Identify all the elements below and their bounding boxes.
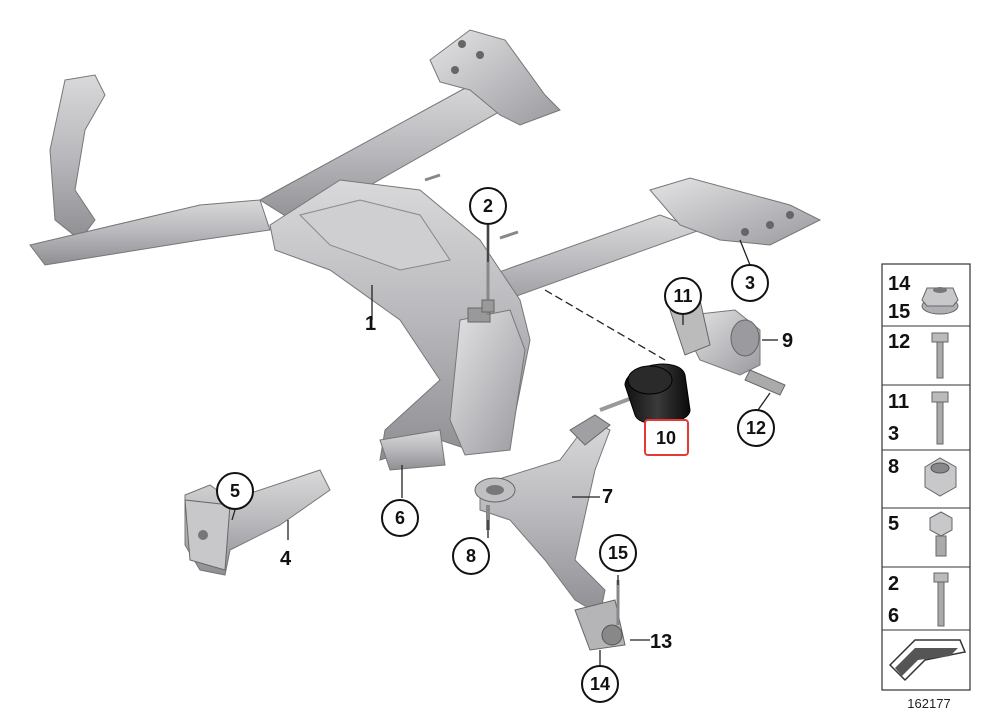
callout-2: 2 [469, 187, 507, 225]
callout-10-highlighted[interactable]: 10 [644, 419, 689, 456]
svg-text:12: 12 [888, 331, 910, 353]
svg-text:3: 3 [745, 273, 755, 293]
callout-14: 14 [581, 665, 619, 703]
control-arm-part-7 [474, 414, 626, 651]
svg-text:14: 14 [590, 674, 610, 694]
svg-text:15: 15 [608, 543, 628, 563]
hardware-legend: 14 15 12 11 3 8 [881, 263, 971, 691]
subframe-studs [424, 173, 519, 240]
callout-8: 8 [452, 537, 490, 575]
svg-text:12: 12 [746, 418, 766, 438]
svg-text:2: 2 [888, 573, 899, 595]
legend-row-14-15: 14 15 [888, 273, 959, 323]
medium-bolt-icon [931, 391, 949, 445]
svg-text:9: 9 [782, 330, 793, 352]
long-bolt-icon [933, 572, 949, 627]
callout-5: 5 [216, 472, 254, 510]
short-bolt-icon [931, 332, 949, 379]
subframe-part [29, 29, 822, 471]
legend-row-8: 8 [888, 456, 957, 497]
legend-row-5: 5 [888, 511, 953, 557]
bracket-part-4 [184, 469, 331, 576]
rubber-bushing-part-10 [599, 363, 691, 425]
svg-text:8: 8 [466, 546, 476, 566]
svg-text:10: 10 [656, 428, 676, 448]
svg-text:4: 4 [280, 548, 292, 570]
callout-11: 11 [664, 277, 702, 315]
callout-3: 3 [731, 264, 769, 302]
svg-text:8: 8 [888, 456, 899, 478]
callout-9: 9 [782, 330, 793, 352]
svg-text:11: 11 [888, 391, 909, 413]
callout-6: 6 [381, 499, 419, 537]
svg-text:6: 6 [395, 508, 405, 528]
hex-bolt-icon [929, 511, 953, 557]
legend-row-2-6: 2 6 [888, 572, 949, 627]
callout-13: 13 [650, 631, 672, 653]
hex-nut-icon [924, 457, 957, 497]
callout-7: 7 [602, 486, 613, 508]
leader-lines [231, 225, 778, 665]
diagram-id-label: 162177 [907, 696, 950, 711]
svg-text:13: 13 [650, 631, 672, 653]
svg-text:1: 1 [365, 313, 376, 335]
direction-arrow-icon [888, 639, 967, 682]
legend-row-11-3: 11 3 [888, 391, 949, 445]
svg-text:7: 7 [602, 486, 613, 508]
svg-text:2: 2 [483, 196, 493, 216]
callout-15: 15 [599, 534, 637, 572]
svg-text:14: 14 [888, 273, 911, 295]
svg-text:3: 3 [888, 423, 899, 445]
legend-row-12: 12 [888, 331, 949, 379]
callout-1: 1 [365, 313, 376, 335]
callout-12: 12 [737, 409, 775, 447]
svg-text:5: 5 [888, 513, 899, 535]
flange-nut-icon [921, 287, 959, 315]
svg-text:5: 5 [230, 481, 240, 501]
svg-text:6: 6 [888, 605, 899, 627]
callout-4: 4 [280, 548, 292, 570]
svg-text:15: 15 [888, 301, 910, 323]
svg-text:11: 11 [673, 286, 692, 306]
